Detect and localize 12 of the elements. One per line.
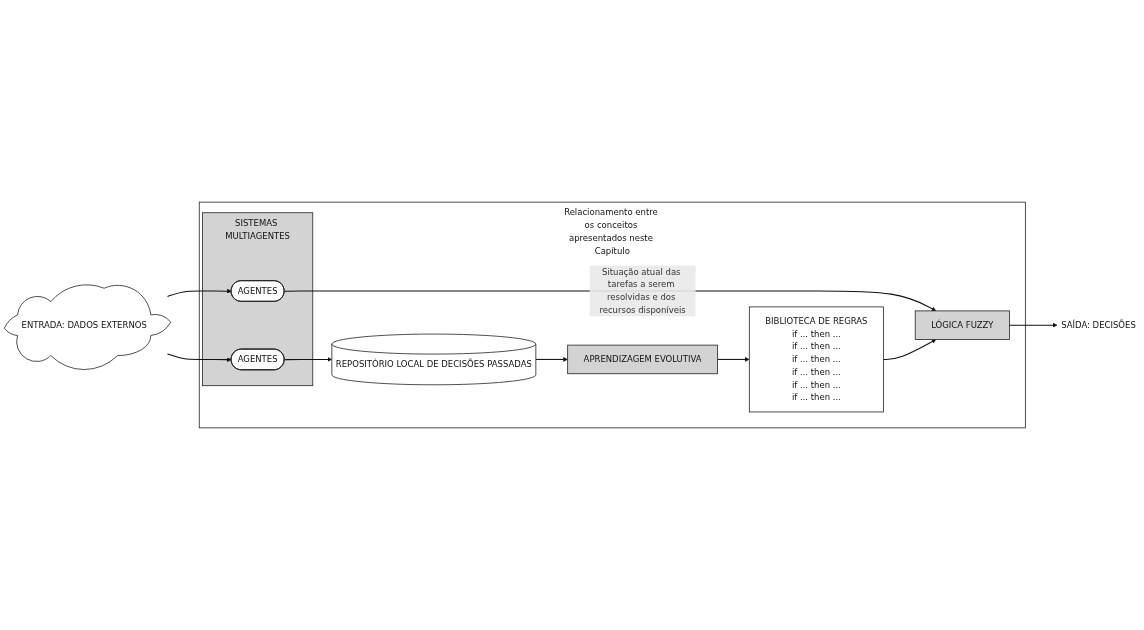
node-text: SAÍDA: DECISÕES — [1061, 319, 1136, 330]
arrow — [166, 353, 232, 362]
arrow — [535, 357, 568, 362]
node-box: LÓGICA FUZZY — [914, 310, 1010, 340]
node-box: APRENDIZAGEM EVOLUTIVA — [567, 344, 718, 375]
arrow — [1008, 322, 1058, 328]
arrow — [166, 288, 232, 297]
arrow — [882, 339, 937, 360]
node-box: BIBLIOTECA DE REGRAS if ... then ... if ... then ... if ... then ... if ... then ... if ... then ... if ... then ... — [748, 306, 884, 413]
edge-label: Situação atual das tarefas a serem resolvidas e dos recursos disponíveis — [599, 266, 686, 315]
arrow — [283, 357, 333, 362]
arrow — [716, 357, 750, 362]
